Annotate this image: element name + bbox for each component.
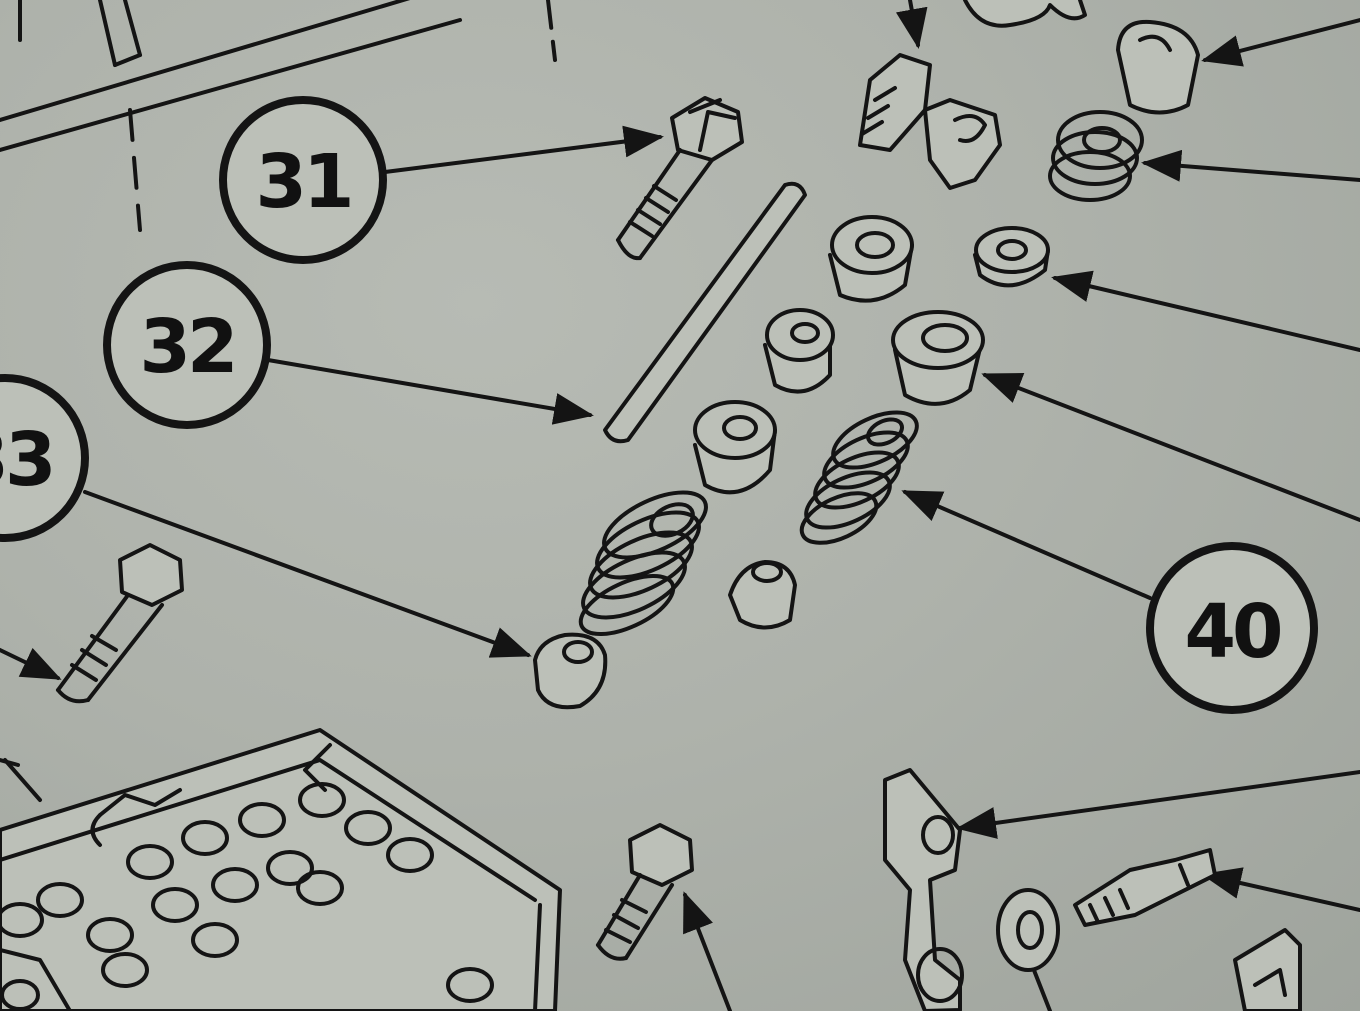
adjusting-screw-bottom-right bbox=[1073, 848, 1217, 927]
callout-33-leader-arrow bbox=[83, 490, 532, 658]
washer-right bbox=[973, 226, 1050, 288]
callout-33-label: 33 bbox=[0, 417, 52, 503]
callout-40: 40 bbox=[901, 490, 1318, 714]
callout-32-leader-arrow bbox=[266, 358, 594, 425]
washer-bottom bbox=[996, 888, 1060, 972]
callout-40-leader-arrow bbox=[901, 490, 1152, 600]
rocker-arm-bottom bbox=[883, 768, 964, 1011]
left-bolt bbox=[56, 543, 184, 704]
push-rod-32 bbox=[603, 181, 807, 444]
callout-40-label: 40 bbox=[1185, 589, 1280, 675]
rocker-part-top bbox=[858, 0, 1087, 190]
callout-31-label: 31 bbox=[256, 139, 351, 225]
callout-31: 31 bbox=[219, 96, 664, 264]
callout-31-leader-arrow bbox=[383, 125, 664, 174]
housing-frame-lines bbox=[0, 0, 557, 232]
bolt-31 bbox=[616, 96, 744, 261]
clip-bottom-right bbox=[1233, 928, 1302, 1011]
callout-32-label: 32 bbox=[140, 304, 235, 390]
spring-retainer-3 bbox=[828, 215, 914, 303]
valve-spring-left bbox=[578, 490, 708, 637]
valve-cap-33 bbox=[533, 632, 608, 710]
spring-retainer-1 bbox=[693, 400, 777, 495]
callout-33: 33 bbox=[0, 374, 532, 658]
valve-spring-top-right bbox=[1048, 110, 1144, 202]
spring-retainer-2 bbox=[763, 308, 835, 394]
spring-retainer-4 bbox=[891, 310, 985, 406]
rocker-nut-top-right bbox=[1116, 19, 1200, 115]
bottom-bolt bbox=[596, 823, 694, 961]
cylinder-head bbox=[0, 728, 562, 1011]
callout-32: 32 bbox=[103, 261, 594, 429]
small-cap-center bbox=[728, 560, 797, 630]
valve-spring-right bbox=[799, 410, 919, 545]
